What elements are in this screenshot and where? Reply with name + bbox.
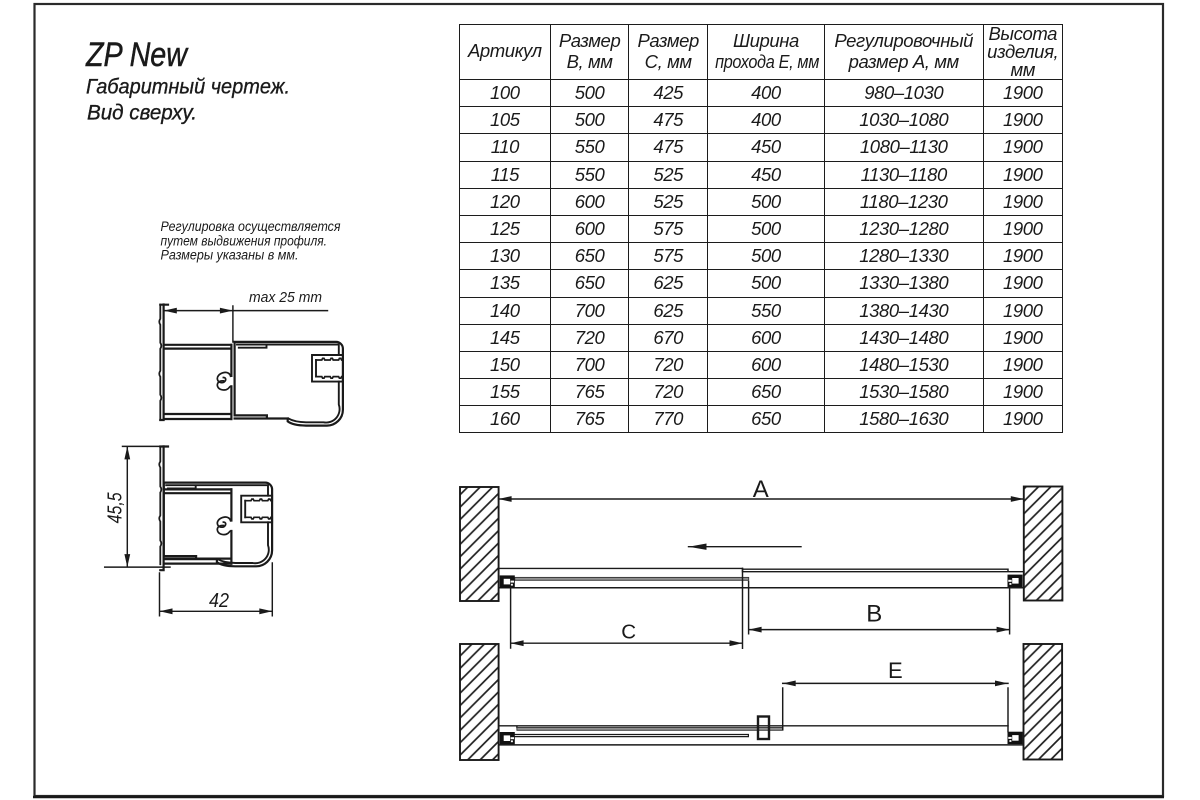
svg-text:45,5: 45,5 [104, 492, 127, 523]
svg-text:E: E [888, 658, 903, 683]
svg-text:Габаритный чертеж.: Габаритный чертеж. [86, 75, 290, 99]
svg-text:B: B [866, 601, 882, 628]
svg-text:путем выдвижения профиля.: путем выдвижения профиля. [161, 233, 328, 249]
svg-text:Вид сверху.: Вид сверху. [87, 101, 197, 125]
svg-text:Регулировка осуществляется: Регулировка осуществляется [161, 219, 341, 235]
svg-text:A: A [753, 476, 769, 503]
svg-text:42: 42 [209, 589, 230, 612]
svg-text:max 25 mm: max 25 mm [249, 290, 322, 306]
svg-text:Размеры указаны в мм.: Размеры указаны в мм. [161, 248, 299, 264]
svg-text:ZP New: ZP New [85, 36, 189, 74]
svg-text:C: C [621, 621, 636, 644]
